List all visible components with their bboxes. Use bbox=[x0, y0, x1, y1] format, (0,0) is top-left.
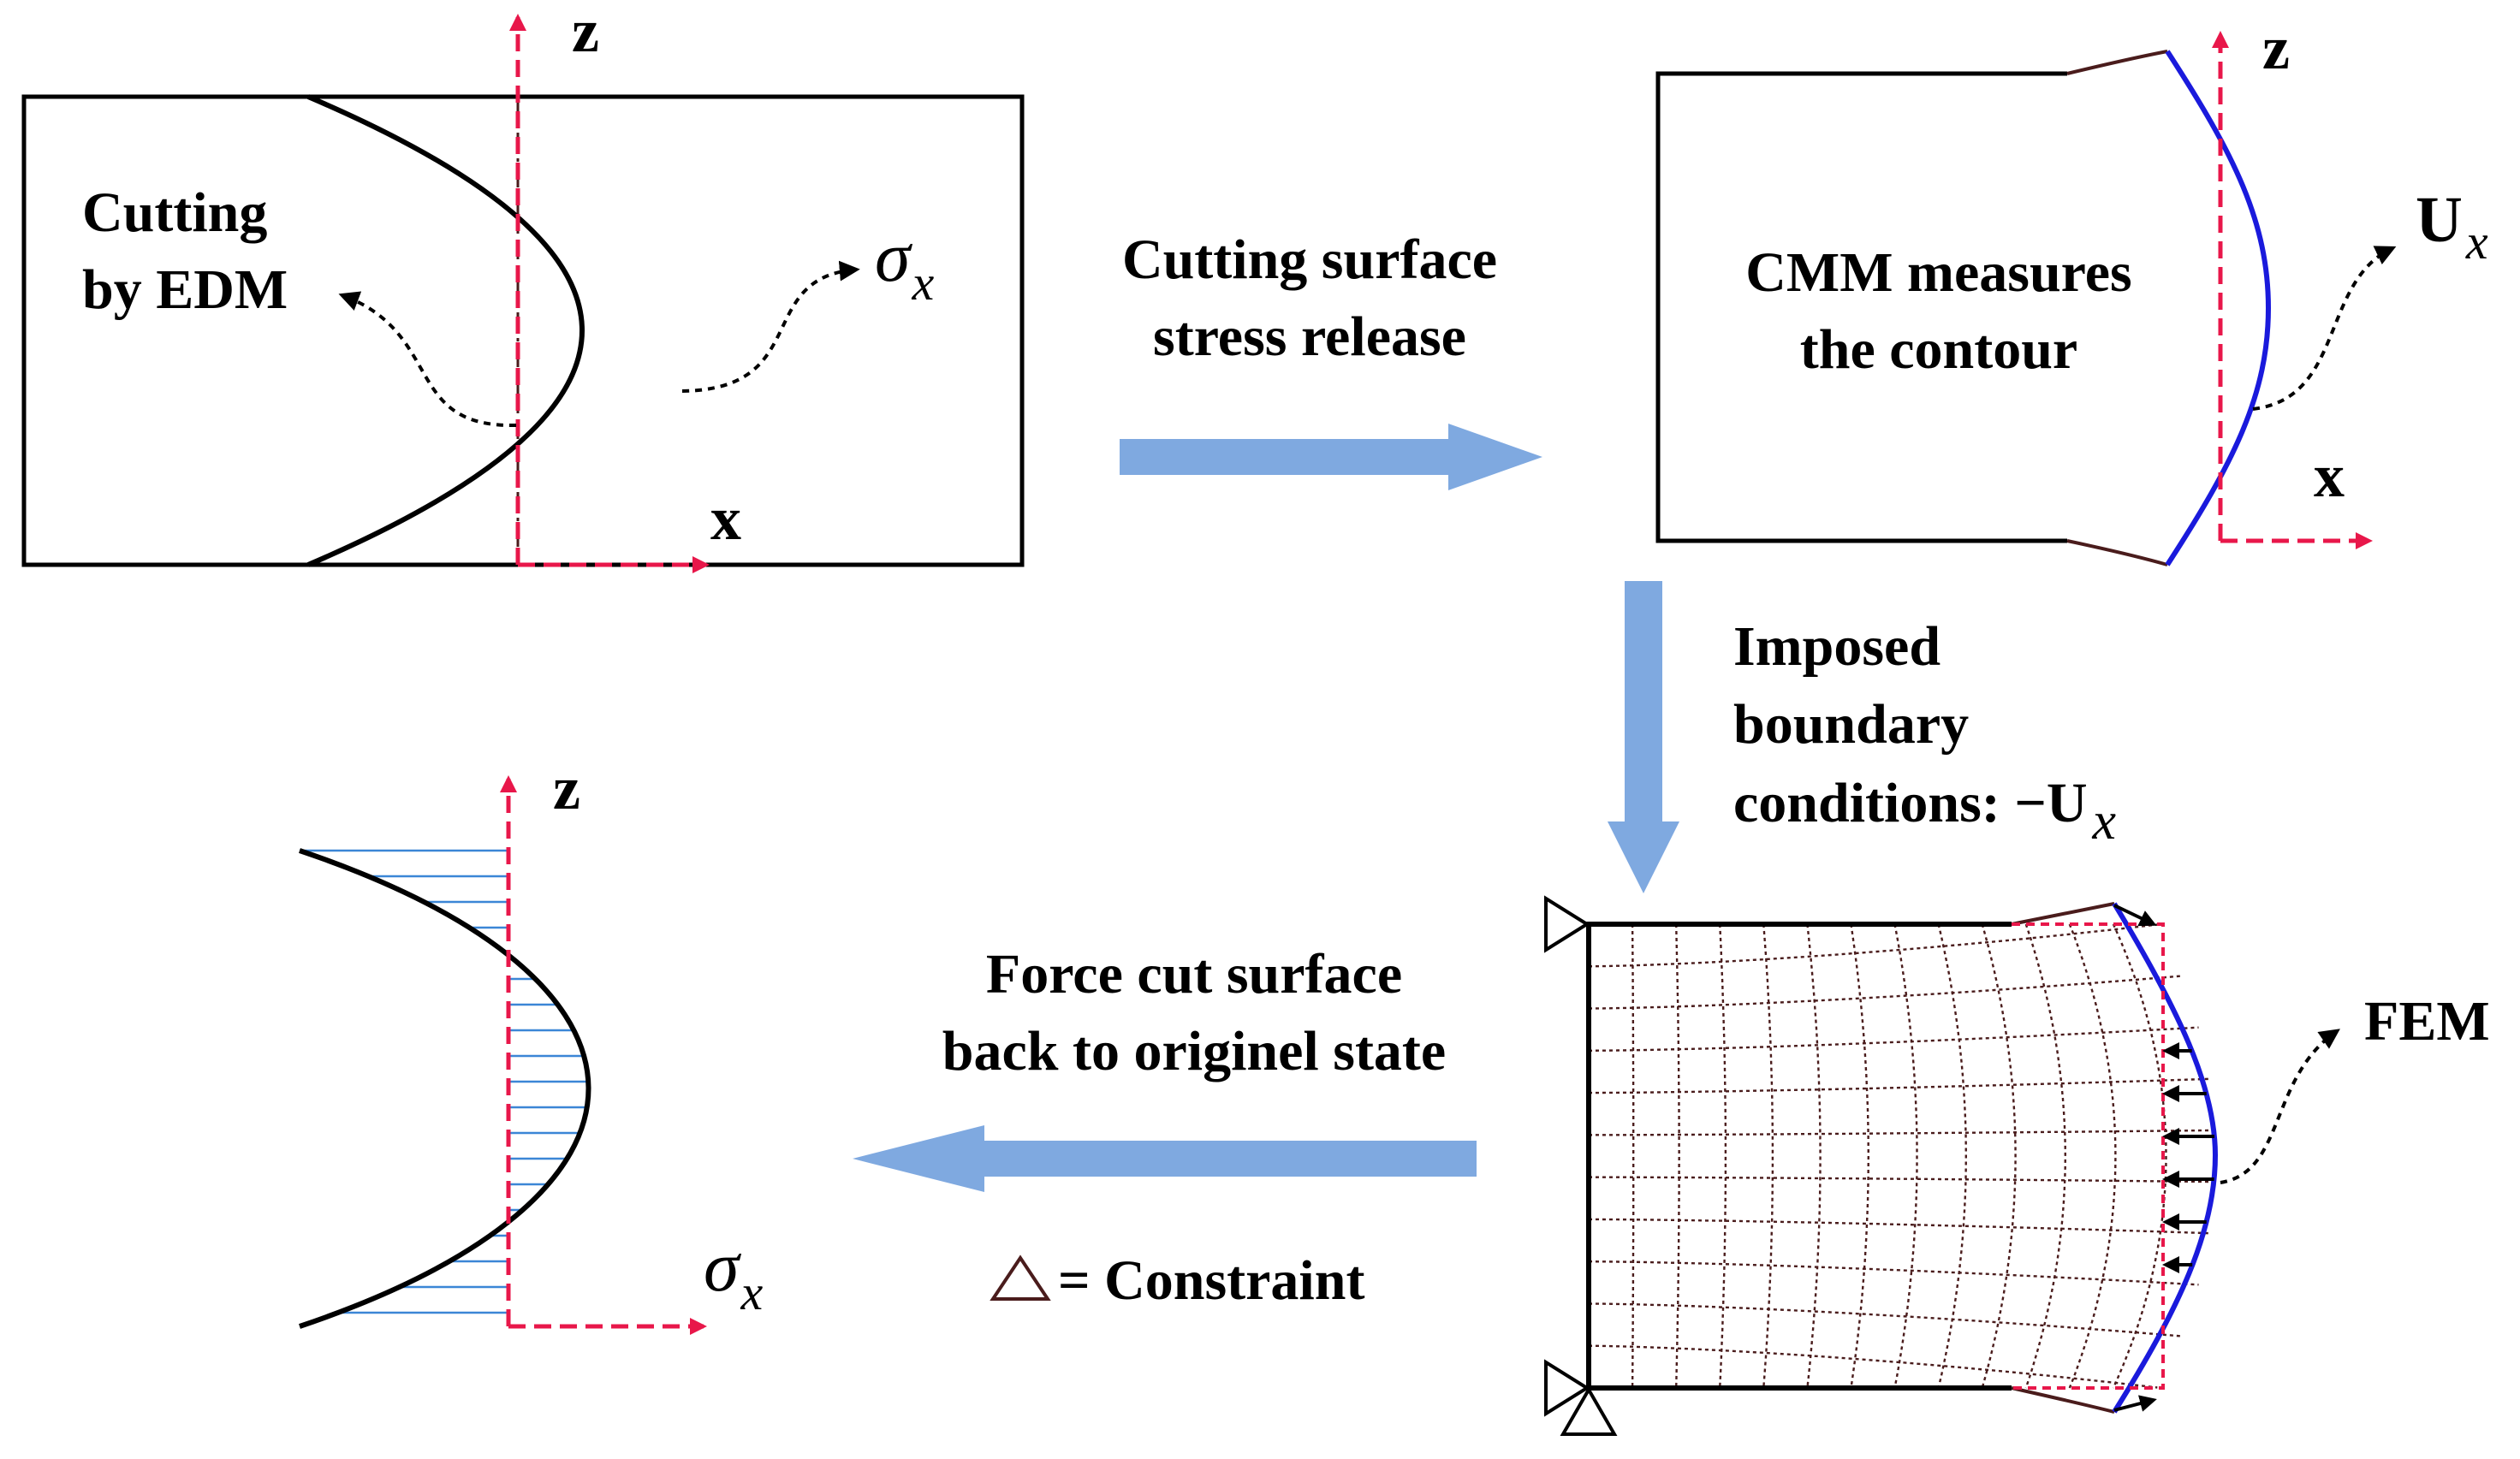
mesh-line-vertical bbox=[1893, 923, 1918, 1389]
mesh-line-horizontal bbox=[1588, 1218, 2211, 1235]
result-panel: z σx bbox=[299, 754, 763, 1335]
mesh-line-vertical bbox=[1675, 923, 1680, 1389]
x-axis-label: x bbox=[710, 484, 741, 553]
top-corner-edge bbox=[2066, 50, 2168, 75]
constraint-legend-triangle bbox=[990, 1254, 1051, 1301]
displacement-pointer-arrow bbox=[2252, 246, 2397, 411]
fem-bottom-corner bbox=[2011, 1386, 2115, 1414]
fem-reference-frame bbox=[2012, 922, 2165, 1390]
mesh-line-vertical bbox=[1850, 923, 1870, 1389]
boundary-label-line1: Imposed bbox=[1733, 615, 1941, 678]
boundary-label-line3: conditions: −Ux bbox=[1733, 772, 2117, 851]
boundary-step: Imposed boundary conditions: −Ux bbox=[1608, 581, 2117, 893]
measured-contour bbox=[2165, 50, 2272, 566]
force-label-line2: back to originel state bbox=[942, 1020, 1446, 1082]
fem-label: FEM bbox=[2364, 990, 2490, 1053]
mesh-line-vertical bbox=[1762, 923, 1774, 1389]
mesh-line-horizontal bbox=[1588, 1176, 2217, 1183]
cutting-panel: z x Cutting by EDM σx bbox=[21, 0, 1025, 573]
stress-pointer-arrow bbox=[681, 260, 860, 393]
constraint-triangle-bottom-left bbox=[1544, 1359, 1590, 1417]
constraint-triangle-top bbox=[1544, 895, 1590, 953]
mesh-line-horizontal bbox=[1588, 1077, 2211, 1094]
cut-specimen bbox=[1655, 71, 2067, 543]
stress-hatching bbox=[300, 849, 589, 1314]
mesh-line-horizontal bbox=[1588, 923, 2158, 968]
fem-top-corner bbox=[2011, 902, 2115, 926]
constraint-triangle-bottom bbox=[1560, 1385, 1618, 1436]
sigma-x-symbol: σx bbox=[875, 217, 934, 311]
mesh-line-vertical bbox=[1631, 923, 1635, 1389]
fem-force-arrows bbox=[2113, 904, 2214, 1412]
cutting-label-line1: Cutting bbox=[82, 181, 267, 244]
flow-arrow-down bbox=[1608, 581, 1679, 893]
stress-release-step: Cutting surface stress release bbox=[1120, 228, 1542, 490]
force-back-step: Force cut surface back to originel state… bbox=[853, 943, 1477, 1312]
specimen-block bbox=[21, 94, 1025, 567]
cutting-pointer-arrow bbox=[338, 291, 517, 428]
cmm-label-line2: the contour bbox=[1800, 318, 2077, 381]
mesh-line-vertical bbox=[1937, 923, 1968, 1389]
bottom-corner-edge bbox=[2066, 539, 2168, 566]
flow-arrow-left bbox=[853, 1125, 1477, 1192]
mesh-line-horizontal bbox=[1588, 1302, 2181, 1337]
z-axis-label-result: z bbox=[553, 754, 580, 822]
mesh-line-horizontal bbox=[1588, 1129, 2217, 1136]
mesh-line-vertical bbox=[2068, 923, 2117, 1389]
result-stress-curve bbox=[299, 848, 591, 1329]
force-arrow-corner bbox=[2113, 1395, 2157, 1412]
cmm-panel: z x CMM measures the contour Ux bbox=[1655, 14, 2488, 566]
mesh-line-vertical bbox=[1719, 923, 1727, 1389]
x-axis-label-cmm: x bbox=[2314, 442, 2345, 510]
cmm-label-line1: CMM measures bbox=[1745, 241, 2132, 304]
boundary-label-line2: boundary bbox=[1733, 693, 1969, 756]
flow-arrow-right bbox=[1120, 424, 1542, 490]
z-axis-label-cmm: z bbox=[2262, 14, 2290, 82]
force-label-line1: Force cut surface bbox=[986, 943, 1402, 1005]
fem-outline bbox=[1586, 922, 2012, 1391]
fem-imposed-contour bbox=[2112, 902, 2219, 1414]
fem-pointer-arrow bbox=[2220, 1029, 2340, 1184]
sigma-x-symbol-result: σx bbox=[704, 1227, 763, 1320]
fem-mesh bbox=[1588, 923, 2217, 1389]
mesh-line-horizontal bbox=[1588, 1260, 2199, 1286]
release-label-line1: Cutting surface bbox=[1122, 228, 1497, 291]
mesh-line-vertical bbox=[2024, 923, 2067, 1389]
mesh-line-vertical bbox=[2112, 923, 2167, 1389]
release-label-line2: stress release bbox=[1153, 305, 1466, 368]
mesh-line-horizontal bbox=[1588, 975, 2181, 1010]
cutting-label-line2: by EDM bbox=[82, 258, 288, 321]
mesh-line-horizontal bbox=[1588, 1026, 2199, 1052]
mesh-line-vertical bbox=[1806, 923, 1822, 1389]
mesh-line-vertical bbox=[1981, 923, 2017, 1389]
z-axis-label: z bbox=[572, 0, 599, 65]
force-arrow-corner bbox=[2113, 904, 2157, 927]
constraint-legend-label: = Constraint bbox=[1058, 1249, 1364, 1312]
stress-profile-curve bbox=[306, 94, 585, 567]
mesh-line-horizontal bbox=[1588, 1344, 2158, 1389]
ux-symbol: Ux bbox=[2416, 184, 2488, 270]
fem-panel: FEM bbox=[1544, 895, 2490, 1436]
